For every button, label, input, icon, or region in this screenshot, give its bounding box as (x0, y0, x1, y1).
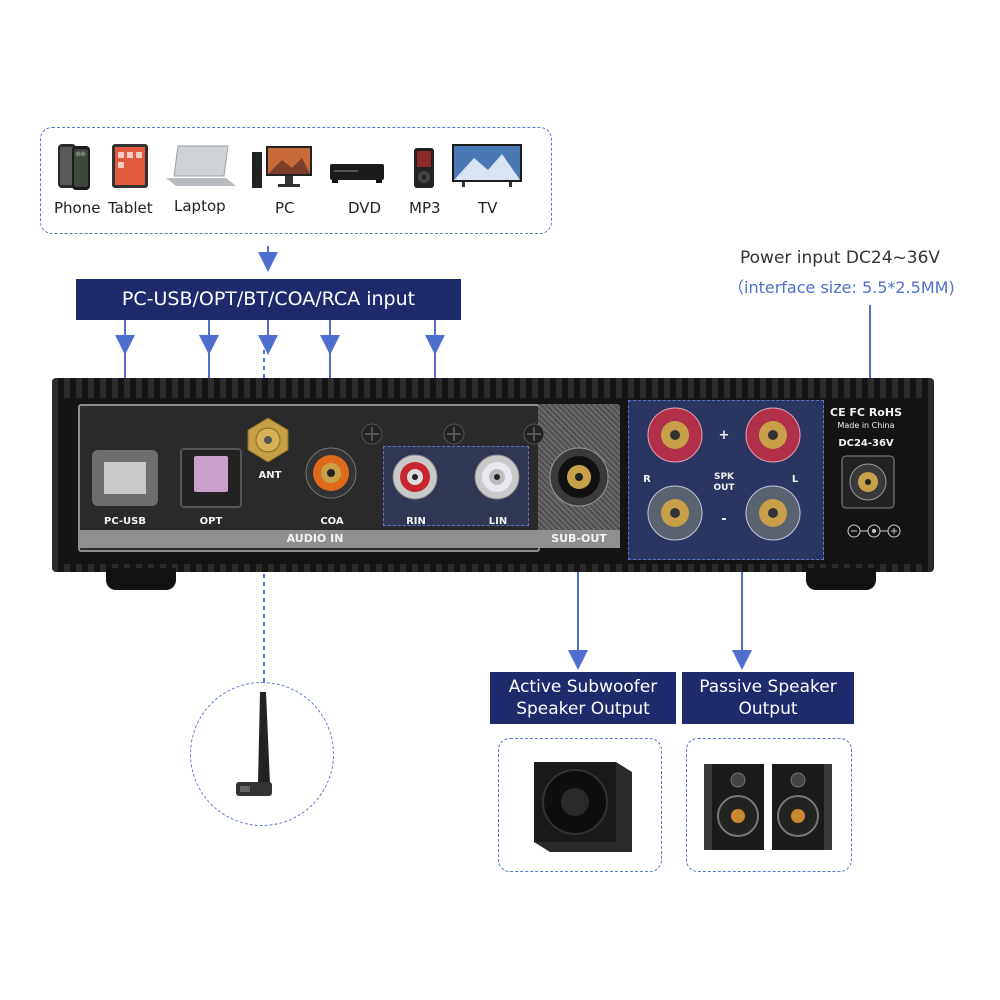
subwoofer-output-text: Active Subwoofer Speaker Output (508, 677, 658, 719)
rca-right-port[interactable] (390, 452, 440, 502)
made-in-label: Made in China (837, 421, 895, 430)
speaker-terminal-l-minus[interactable] (744, 484, 802, 542)
spk-out-label: SPK OUT (713, 472, 735, 493)
l-label: L (791, 474, 799, 485)
polarity-icon (847, 524, 901, 538)
lin-label: LIN (488, 516, 508, 527)
foot-left (106, 568, 176, 590)
laptop-icon (166, 145, 236, 186)
input-banner: PC-USB/OPT/BT/COA/RCA input (76, 279, 461, 320)
source-label-phone: Phone (54, 199, 101, 217)
dvd-icon (330, 164, 384, 183)
source-label-tablet: Tablet (108, 199, 153, 217)
usb-port-inner (104, 462, 146, 494)
screw-2 (443, 423, 465, 445)
passive-output-text: Passive Speaker Output (699, 677, 837, 719)
subwoofer-box (498, 738, 662, 872)
dc-power-jack[interactable] (840, 454, 896, 510)
sub-out-port[interactable] (548, 446, 610, 508)
dc-label: DC24-36V (838, 438, 894, 449)
screw-3 (523, 423, 545, 445)
passive-output-banner: Passive Speaker Output (682, 672, 854, 724)
speaker-terminal-l-plus[interactable] (744, 406, 802, 464)
pc-usb-label: PC-USB (104, 516, 146, 527)
foot-right (806, 568, 876, 590)
plus-label: + (718, 428, 730, 443)
source-label-mp3: MP3 (409, 199, 441, 217)
speaker-terminal-r-plus[interactable] (646, 406, 704, 464)
tablet-icon (112, 144, 148, 188)
antenna-circle (190, 682, 334, 826)
rca-left-port[interactable] (472, 452, 522, 502)
source-label-tv: TV (478, 199, 498, 217)
sub-out-strip (538, 530, 620, 548)
pc-icon (252, 146, 312, 188)
speaker-terminal-r-minus[interactable] (646, 484, 704, 542)
power-note: （interface size: 5.5*2.5MM) (728, 278, 955, 297)
audio-in-strip (78, 530, 540, 548)
source-label-laptop: Laptop (174, 197, 226, 215)
subwoofer-output-banner: Active Subwoofer Speaker Output (490, 672, 676, 724)
power-title: Power input DC24~36V (740, 248, 941, 268)
opt-label: OPT (199, 516, 223, 527)
audio-in-label: AUDIO IN (286, 532, 344, 545)
rin-label: RIN (406, 516, 426, 527)
passive-speaker-box (686, 738, 852, 872)
sub-out-label: SUB-OUT (551, 532, 607, 545)
ant-label: ANT (258, 470, 282, 481)
passive-speakers-icon (704, 764, 832, 850)
source-label-dvd: DVD (348, 199, 382, 217)
minus-label: - (721, 512, 727, 527)
optical-port-plug (194, 456, 228, 492)
r-label: R (643, 474, 651, 485)
phone-icon (58, 144, 90, 190)
coaxial-port[interactable] (304, 446, 358, 500)
input-banner-text: PC-USB/OPT/BT/COA/RCA input (121, 288, 416, 310)
antenna-icon (236, 692, 272, 796)
subwoofer-icon (534, 762, 632, 852)
screw-1 (361, 423, 383, 445)
cert-label: CE FC RoHS (830, 406, 902, 419)
coa-label: COA (320, 516, 344, 527)
mp3-icon (414, 148, 434, 188)
tv-icon (452, 144, 522, 187)
source-label-pc: PC (275, 199, 295, 217)
source-devices-box (40, 127, 552, 234)
antenna-connector[interactable] (244, 416, 292, 464)
